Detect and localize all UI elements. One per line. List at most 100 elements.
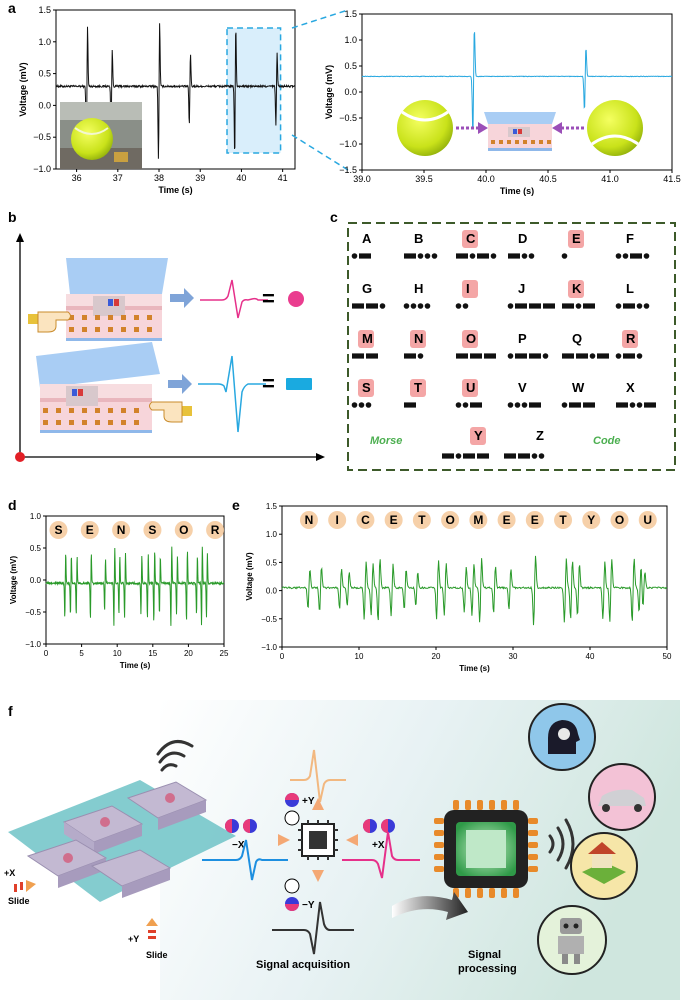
morse-dot bbox=[507, 353, 514, 359]
letter-halo bbox=[356, 511, 375, 529]
x-tick-label: 5 bbox=[79, 649, 84, 658]
morse-dot bbox=[358, 402, 365, 408]
x-tick-label: 41.5 bbox=[663, 174, 681, 184]
minus-y-signal bbox=[272, 901, 354, 955]
morse-dash bbox=[515, 353, 527, 359]
morse-dot bbox=[615, 353, 622, 359]
morse-dot bbox=[561, 402, 568, 408]
slide-label-1: Slide bbox=[8, 896, 30, 906]
morse-dot bbox=[365, 402, 372, 408]
letter-halo bbox=[497, 511, 516, 529]
morse-dot bbox=[615, 303, 622, 309]
morse-dot bbox=[643, 253, 650, 259]
morse-letter: B bbox=[414, 231, 423, 246]
wifi-icon bbox=[156, 740, 194, 772]
finger-icon-left bbox=[28, 311, 71, 333]
morse-dash bbox=[543, 303, 555, 309]
morse-letter: F bbox=[626, 231, 634, 246]
morse-dot bbox=[351, 402, 358, 408]
morse-dash bbox=[623, 353, 635, 359]
morse-dash bbox=[569, 402, 581, 408]
morse-letter: V bbox=[518, 380, 527, 395]
minus-y-marker: −Y bbox=[284, 878, 315, 911]
word-letter: C bbox=[361, 513, 370, 527]
morse-dot bbox=[514, 402, 521, 408]
letter-highlight bbox=[410, 379, 426, 397]
morse-letter: K bbox=[572, 281, 582, 296]
letter-highlight bbox=[462, 280, 478, 298]
morse-dot bbox=[431, 253, 438, 259]
x-tick-label: 30 bbox=[509, 652, 518, 661]
x-tick-label: 20 bbox=[184, 649, 193, 658]
word-letter: N bbox=[305, 513, 314, 527]
x-tick-label: 40 bbox=[236, 173, 246, 183]
signal-processing-label-2: processing bbox=[458, 963, 517, 975]
word-letter: E bbox=[86, 523, 94, 537]
y-tick-label: 1.0 bbox=[266, 530, 278, 539]
word-letter: E bbox=[531, 513, 539, 527]
morse-dash bbox=[366, 353, 378, 359]
signal-processing-label-1: Signal bbox=[468, 949, 501, 961]
dot-symbol bbox=[288, 291, 304, 307]
letter-halo bbox=[112, 521, 131, 539]
morse-dot bbox=[455, 453, 462, 459]
processing-arrow bbox=[392, 892, 468, 920]
morse-dash bbox=[529, 402, 541, 408]
morse-dot bbox=[531, 453, 538, 459]
slide-plus-y: +Y bbox=[128, 934, 139, 944]
morse-letter: M bbox=[362, 331, 373, 346]
word-letter: I bbox=[336, 513, 339, 527]
morse-letter: N bbox=[414, 331, 423, 346]
x-tick-label: 40.0 bbox=[477, 174, 495, 184]
sensor-array bbox=[26, 781, 208, 898]
morse-dash bbox=[583, 402, 595, 408]
y-tick-label: 0.0 bbox=[30, 576, 42, 585]
morse-letter: A bbox=[362, 231, 372, 246]
y-tick-label: −0.5 bbox=[261, 615, 277, 624]
letter-halo bbox=[384, 511, 403, 529]
y-axis-label: Voltage (mV) bbox=[18, 62, 28, 116]
panel-b: = = bbox=[15, 233, 325, 462]
letter-halo bbox=[174, 521, 193, 539]
morse-dot bbox=[636, 353, 643, 359]
y-tick-label: 0.0 bbox=[344, 87, 357, 97]
morse-dot bbox=[410, 303, 417, 309]
morse-letter: P bbox=[518, 331, 527, 346]
x-tick-label: 39.0 bbox=[353, 174, 371, 184]
dash-symbol bbox=[286, 378, 312, 390]
slide-arrow-x bbox=[14, 880, 36, 892]
minus-x-signal: −X bbox=[202, 819, 288, 881]
morse-dash bbox=[508, 253, 520, 259]
x-tick-label: 20 bbox=[432, 652, 441, 661]
morse-dot bbox=[417, 353, 424, 359]
x-tick-label: 39 bbox=[195, 173, 205, 183]
x-axis-label: Time (s) bbox=[500, 186, 534, 196]
morse-dot bbox=[403, 303, 410, 309]
morse-dot bbox=[622, 253, 629, 259]
brain-icon bbox=[528, 703, 596, 771]
morse-dot bbox=[490, 253, 497, 259]
letter-halo bbox=[610, 511, 629, 529]
plus-y-signal bbox=[290, 749, 346, 803]
car-icon bbox=[588, 763, 656, 831]
equals-2: = bbox=[262, 371, 275, 396]
wifi-icon-right bbox=[548, 818, 575, 870]
morse-letter: W bbox=[572, 380, 585, 395]
y-tick-label: 1.0 bbox=[30, 512, 42, 521]
morse-letter: J bbox=[518, 281, 525, 296]
morse-dash bbox=[623, 303, 635, 309]
morse-dot bbox=[417, 303, 424, 309]
morse-dash bbox=[404, 402, 416, 408]
morse-letter: Z bbox=[536, 428, 544, 443]
morse-letter: G bbox=[362, 281, 372, 296]
morse-dot bbox=[643, 303, 650, 309]
morse-letter: H bbox=[414, 281, 423, 296]
y-tick-label: 1.0 bbox=[38, 37, 51, 47]
morse-dash bbox=[518, 453, 530, 459]
letter-highlight bbox=[410, 330, 426, 348]
morse-label: Morse bbox=[370, 435, 402, 447]
x-tick-label: 40.5 bbox=[539, 174, 557, 184]
y-axis-label: Voltage (mV) bbox=[245, 552, 254, 601]
